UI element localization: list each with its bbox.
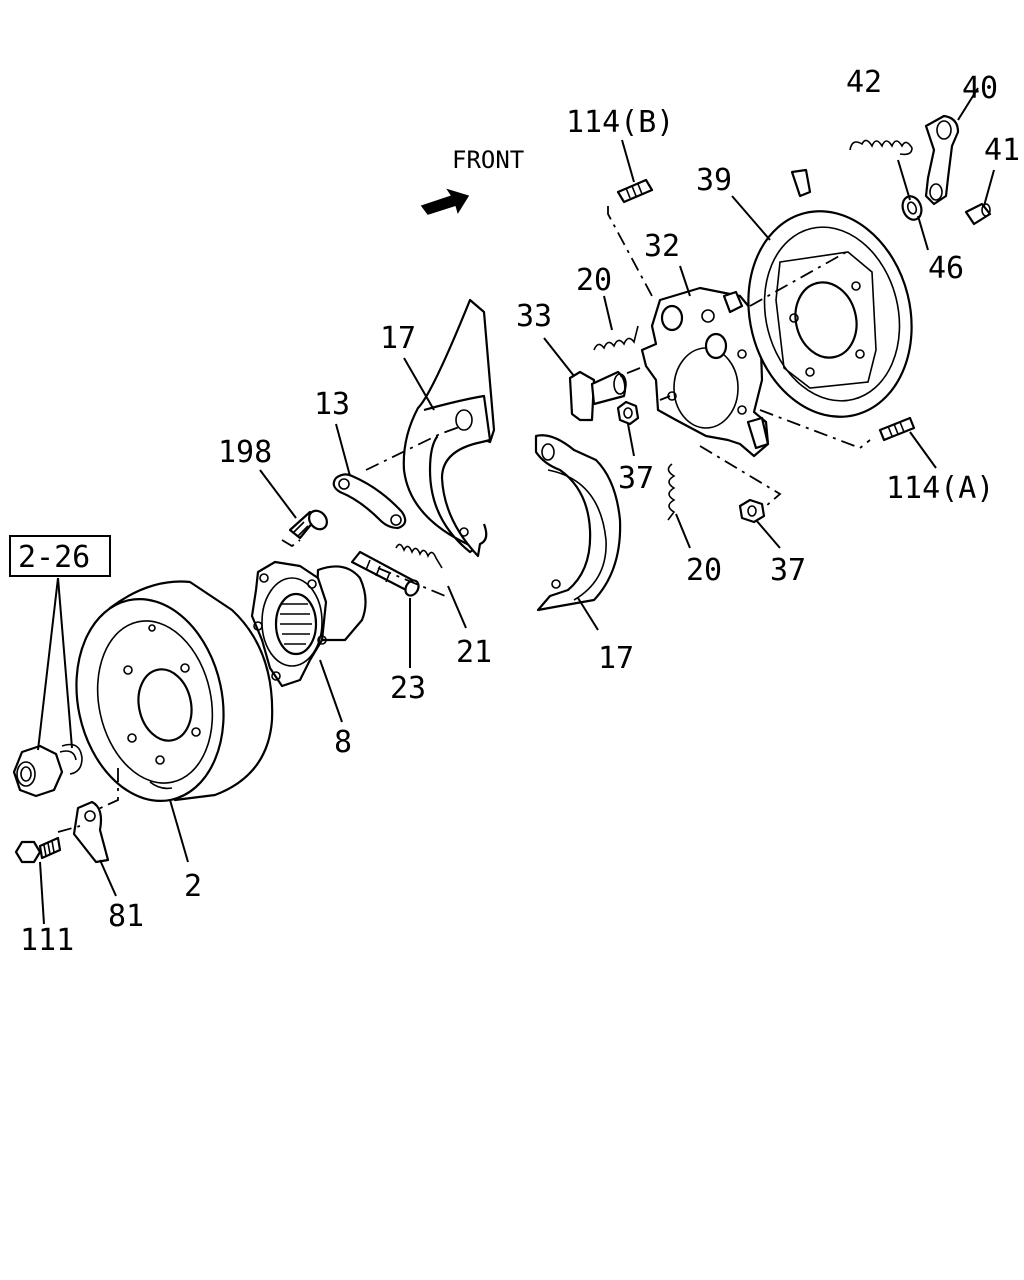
label-114a: 114(A) [886, 471, 994, 506]
label-111: 111 [20, 923, 74, 958]
part-8-hub [250, 560, 367, 688]
label-23: 23 [390, 671, 426, 706]
label-2-26: 2-26 [18, 540, 90, 575]
label-20-top: 20 [576, 263, 612, 298]
label-41: 41 [984, 133, 1020, 168]
part-41-pin [964, 202, 992, 226]
part-114a-stud [878, 416, 916, 442]
leader-lines [37, 87, 995, 925]
label-32: 32 [644, 229, 680, 264]
part-81-clip [72, 800, 110, 864]
part-32-anchor-plate [640, 286, 770, 458]
part-111-bolt [14, 836, 62, 864]
front-arrow-icon [420, 188, 470, 215]
front-indicator: FRONT [420, 146, 524, 215]
label-8: 8 [334, 725, 352, 760]
label-13: 13 [314, 387, 350, 422]
part-labels: 114(B) 42 40 41 39 46 32 20 33 37 114(A)… [9, 65, 1020, 958]
part-37-left-nut [616, 400, 640, 426]
part-33-block [568, 370, 627, 422]
part-39-backing-plate [747, 168, 913, 418]
part-20-upper-spring [593, 325, 639, 351]
part-13-link [332, 473, 407, 530]
label-40: 40 [962, 71, 998, 106]
label-20-bottom: 20 [686, 553, 722, 588]
label-39: 39 [696, 163, 732, 198]
label-17-bottom: 17 [598, 641, 634, 676]
label-37-right: 37 [770, 553, 806, 588]
label-2-26-box [9, 535, 111, 577]
assembly-lines [57, 206, 871, 833]
part-198-stud [288, 509, 328, 540]
label-37-left: 37 [618, 461, 654, 496]
part-2-26-hub-nut [12, 743, 83, 798]
label-2: 2 [184, 869, 202, 904]
part-17-lower-brake-shoe [534, 434, 622, 612]
label-114b: 114(B) [566, 105, 674, 140]
label-33: 33 [516, 299, 552, 334]
part-46-washer [901, 195, 923, 221]
part-37-right-nut [738, 498, 766, 524]
part-42-spring [849, 139, 913, 156]
part-40-lever [924, 114, 960, 206]
part-21-spring [395, 543, 443, 569]
part-114b-stud [616, 178, 654, 204]
label-81: 81 [108, 899, 144, 934]
label-17-top: 17 [380, 321, 416, 356]
label-46: 46 [928, 251, 964, 286]
part-20-lower-spring [667, 463, 676, 521]
part-17-upper-brake-shoe [402, 298, 496, 558]
label-42: 42 [846, 65, 882, 100]
label-21: 21 [456, 635, 492, 670]
part-2-brake-drum [75, 580, 274, 802]
label-198: 198 [218, 435, 272, 470]
front-label: FRONT [452, 146, 524, 174]
